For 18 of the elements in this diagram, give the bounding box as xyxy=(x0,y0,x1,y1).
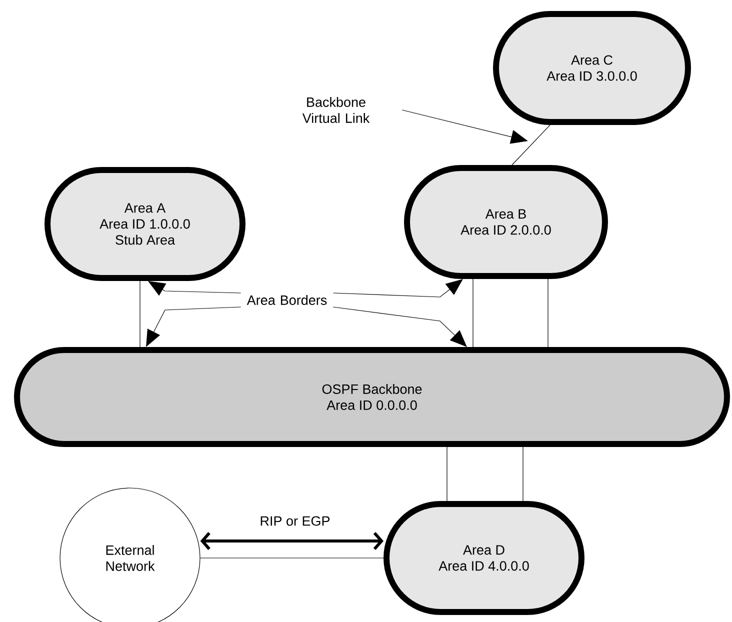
connector-line xyxy=(446,446,448,502)
area-box: Area A Area ID 1.0.0.0 Stub Area xyxy=(44,167,246,281)
connector-line xyxy=(512,124,550,166)
connector-line xyxy=(332,279,463,298)
area-box: Area D Area ID 4.0.0.0 xyxy=(384,501,584,615)
callout-text: Area Borders xyxy=(246,295,327,305)
connector-line xyxy=(522,446,524,502)
connector-line xyxy=(148,281,242,296)
connector-line xyxy=(146,306,242,347)
area-box: Area B Area ID 2.0.0.0 xyxy=(404,165,608,279)
area-box: OSPF Backbone Area ID 0.0.0.0 xyxy=(14,347,730,447)
connector-line xyxy=(332,306,467,347)
leader-arrow xyxy=(402,110,528,144)
double-arrow xyxy=(200,532,384,550)
edge-label: RIP or EGP xyxy=(258,515,332,527)
area-box: Area C Area ID 3.0.0.0 xyxy=(493,11,691,125)
connector-line xyxy=(472,278,474,348)
callout-text: Backbone Virtual Link xyxy=(302,97,370,123)
